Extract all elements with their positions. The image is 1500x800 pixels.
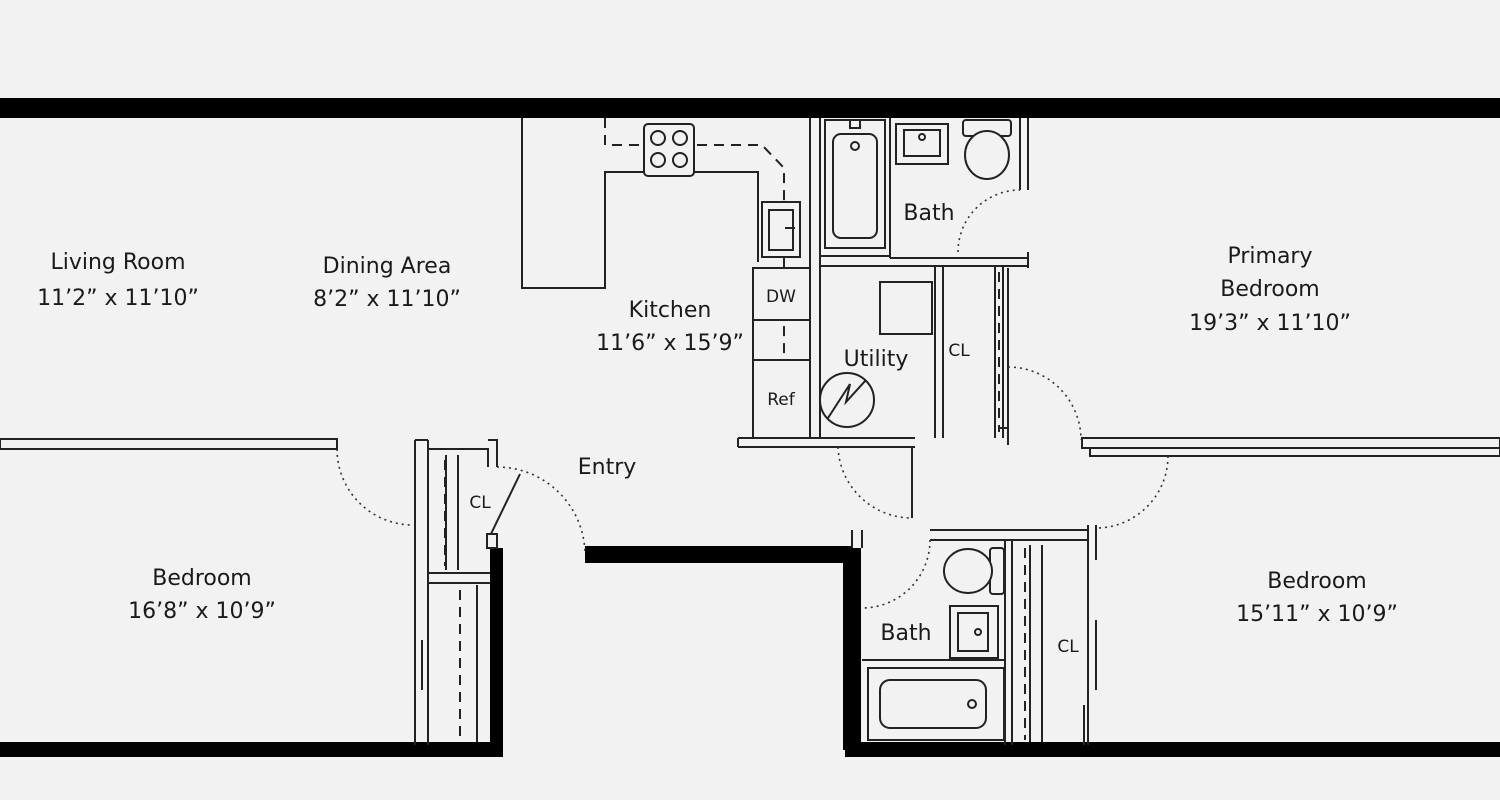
bottom-left-exterior-wall [0,742,503,757]
room-labels: Living Room 11’2” x 11’10” Dining Area 8… [37,201,1398,657]
interior-walls [0,118,1500,745]
primary-bedroom-line1: Primary [1227,244,1312,269]
closet-door-right [1083,620,1097,745]
entry-front-wall [585,546,853,563]
living-room-name: Living Room [50,250,185,275]
primary-bedroom-line2: Bedroom [1220,277,1320,302]
left-bedroom-door-swing [336,448,414,526]
right-bedroom-size: 15’11” x 10’9” [1236,602,1398,627]
toilet-icon [962,119,1012,180]
refrigerator-label: Ref [767,390,796,410]
left-bedroom-wall [0,438,338,450]
entry-door-swing [496,466,586,556]
left-bedroom-name: Bedroom [152,566,252,591]
left-bedroom-size: 16’8” x 10’9” [128,599,276,624]
primary-closet-walls [994,266,1009,445]
left-closet-walls [414,439,498,745]
left-closet [421,455,521,745]
counter-edge [752,320,810,361]
dining-area-size: 8’2” x 11’10” [313,287,461,312]
bath-top-door-swing [957,189,1021,253]
right-bedroom-wall-step [1089,447,1500,457]
sink-icon [949,605,999,659]
toilet-icon [943,547,1005,595]
right-bath-exterior-wall [843,548,861,750]
bathtub-icon [867,667,1005,741]
closet-shelf-right [1029,545,1043,742]
right-closet-label: CL [1057,637,1079,657]
bath-bottom-fixtures [867,545,1097,745]
utility-door-swing [837,446,913,519]
bathtub-icon [824,119,886,249]
closet-door-stop [486,533,498,549]
bath-top-fixtures [824,119,1012,249]
closet-door-left [421,640,429,745]
utility-closet-label: CL [948,341,970,361]
primary-bedroom-door-swing [1007,366,1082,441]
utility-name: Utility [844,347,909,372]
dishwasher: DW [752,267,811,321]
closet-bifold-door [488,473,521,539]
primary-bedroom-size: 19’3” x 11’10” [1189,311,1351,336]
bottom-right-exterior-wall [845,742,1500,757]
door-swings [336,189,1169,609]
kitchen-sink-icon [761,201,801,258]
water-heater-icon [819,372,875,428]
utility-fixtures [819,272,1000,432]
right-bedroom-wall [1081,437,1500,449]
exterior-walls [0,98,1500,757]
left-bedroom-closet-wall [490,548,503,748]
dining-area-name: Dining Area [323,254,452,279]
closet-shelf-left [445,455,459,570]
kitchen-name: Kitchen [629,298,712,323]
bath-bottom-name: Bath [880,621,931,646]
refrigerator: Ref [752,359,811,439]
entry-name: Entry [578,455,637,480]
kitchen-island [521,118,759,289]
utility-wall [737,437,915,448]
kitchen-size: 11’6” x 15’9” [596,331,744,356]
bath-top-name: Bath [903,201,954,226]
kitchen-counters: DW Ref [521,118,811,439]
right-bedroom-name: Bedroom [1267,569,1367,594]
top-exterior-wall [0,98,1500,118]
dishwasher-label: DW [766,287,796,307]
cooktop-icon [643,123,695,177]
bath-bottom-walls [851,525,1097,745]
bath-bottom-door-swing [861,539,931,609]
left-closet-label: CL [469,493,491,513]
sink-icon [895,123,949,165]
living-room-size: 11’2” x 11’10” [37,286,199,311]
washer-dryer-icon [879,281,933,335]
right-bedroom-door-swing [1095,455,1169,529]
